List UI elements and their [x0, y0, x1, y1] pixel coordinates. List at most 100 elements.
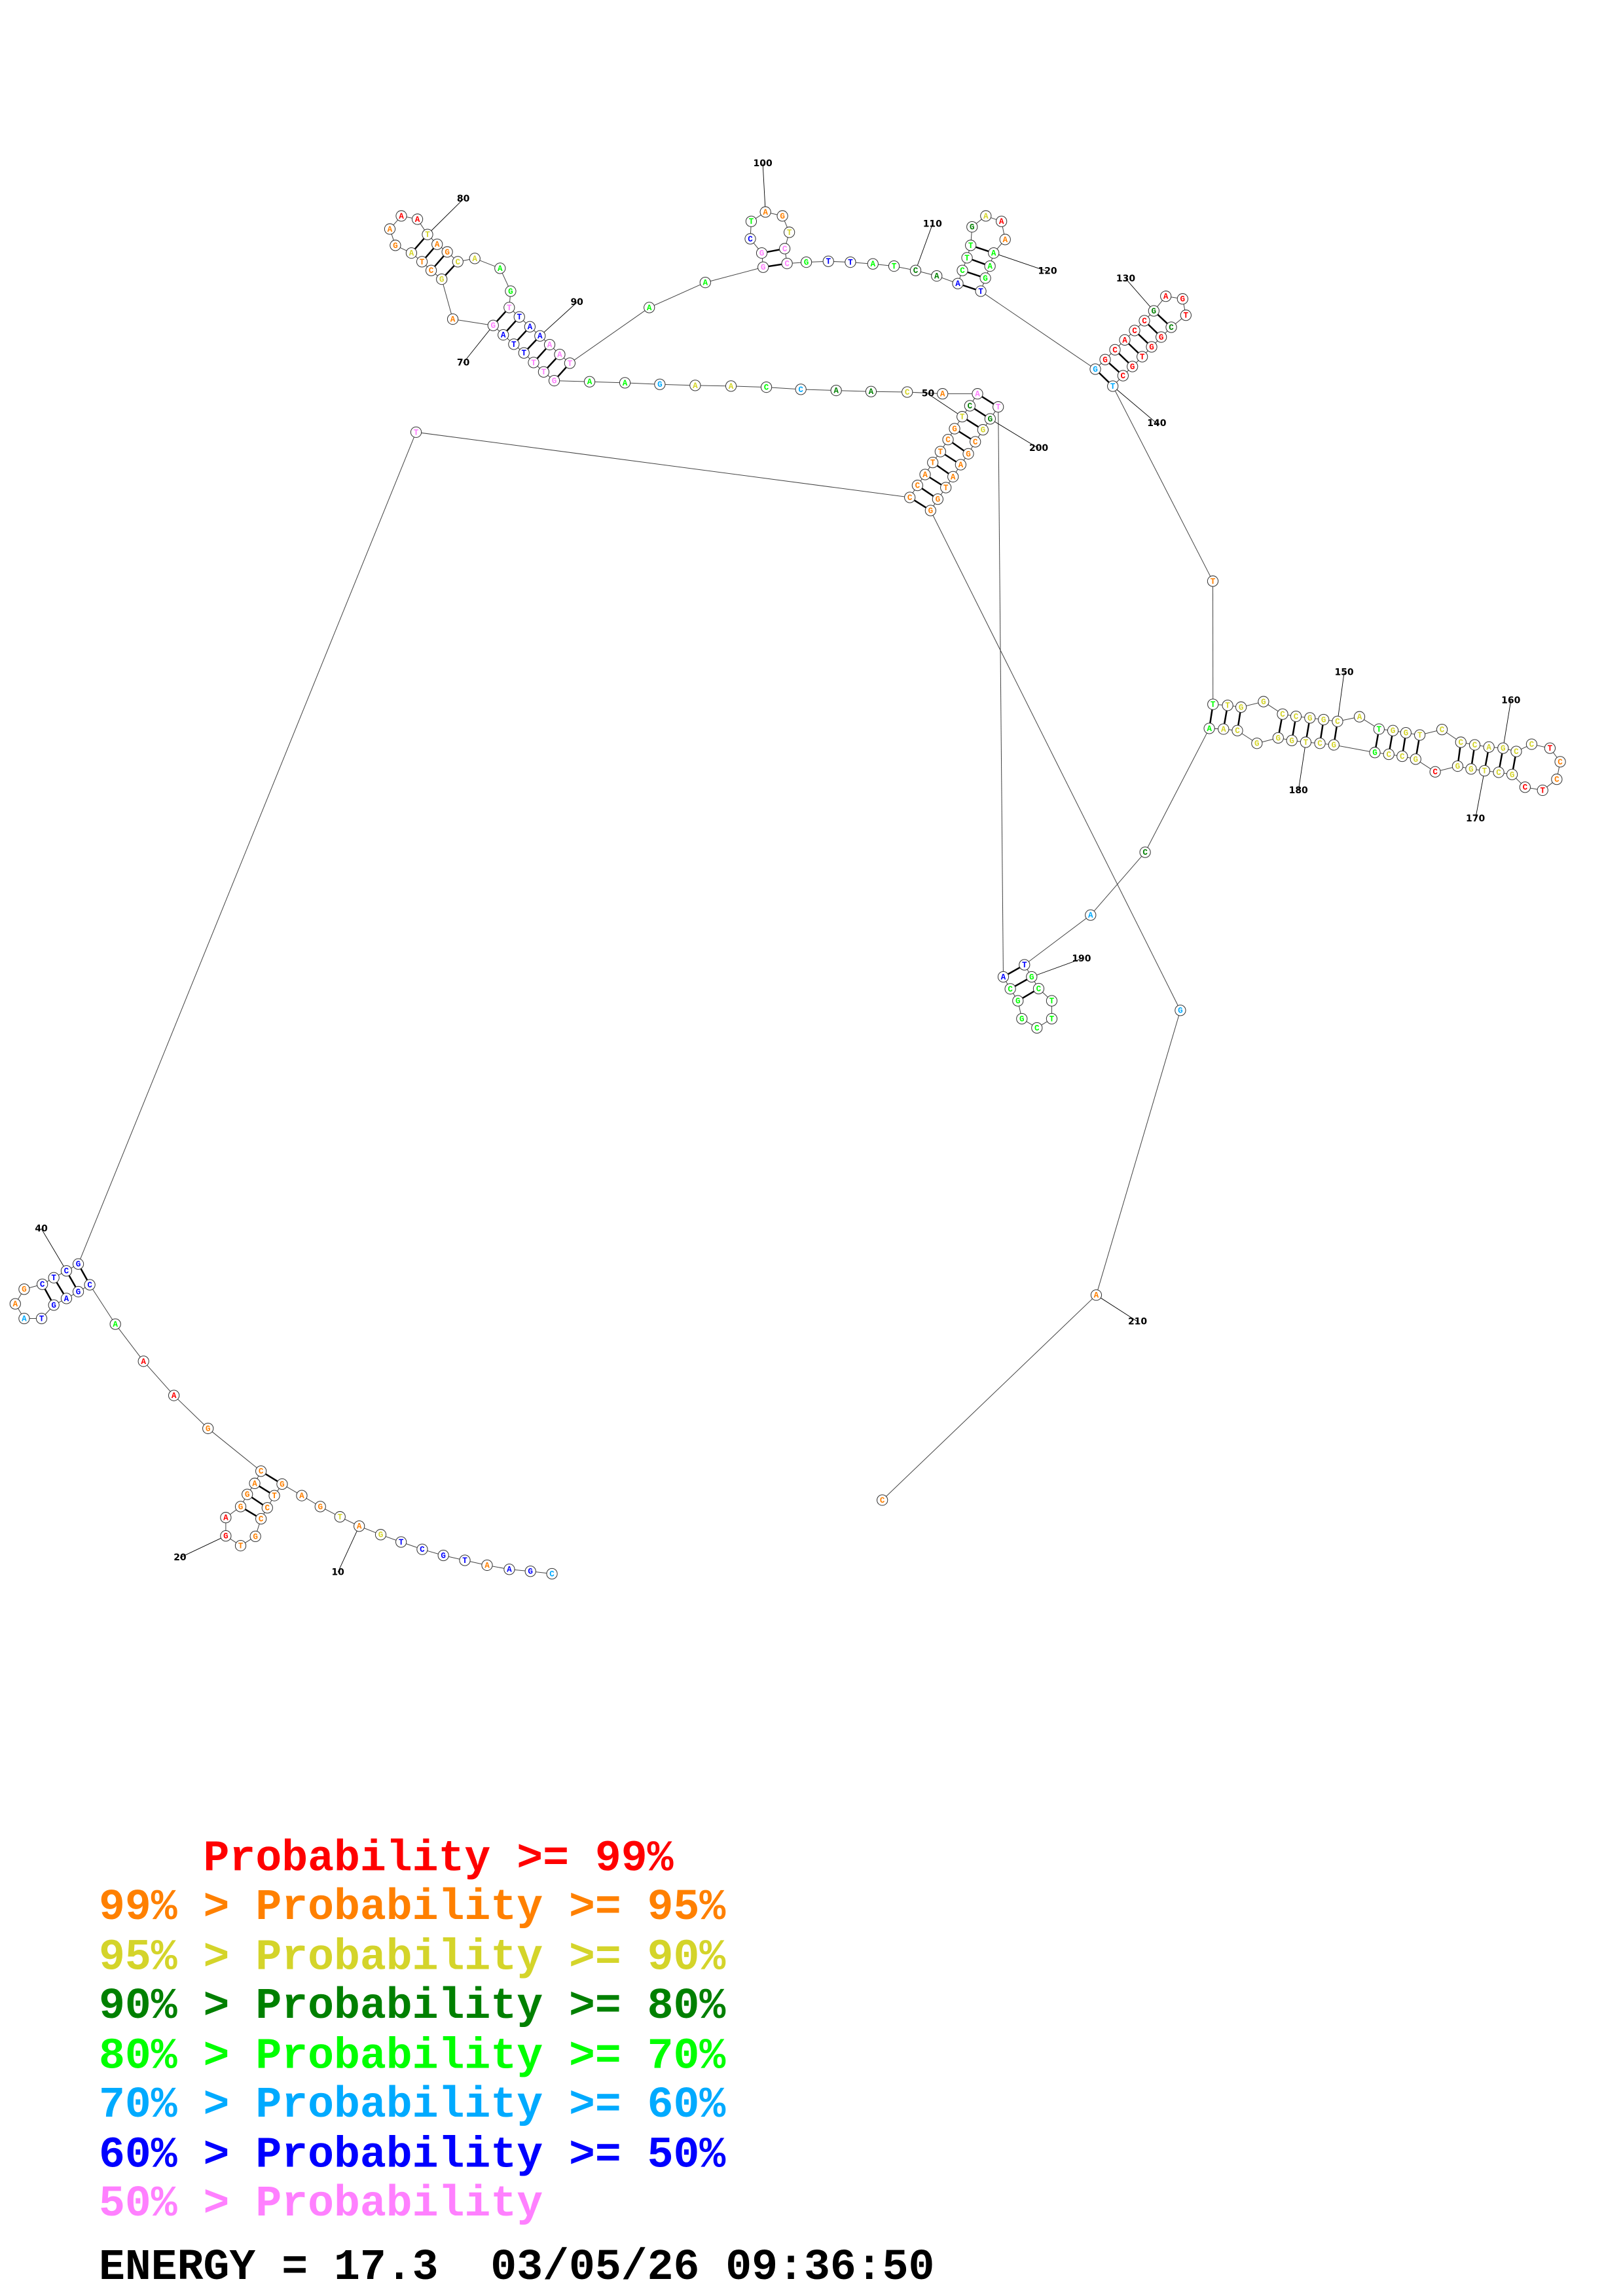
nucleotide-circle [1032, 982, 1045, 995]
nucleotide: A [395, 210, 407, 222]
nucleotide-circle [202, 1422, 214, 1435]
nucleotide-circle [9, 1298, 21, 1310]
position-tick-line [915, 224, 933, 271]
nucleotide: C [1139, 846, 1151, 858]
nucleotide-circle [955, 459, 966, 471]
nucleotide-circle [1090, 1289, 1103, 1301]
nucleotide-circle [1318, 713, 1330, 726]
position-label: 180 [1289, 785, 1308, 796]
nucleotide: G [1400, 727, 1412, 739]
nucleotide-circle [72, 1258, 84, 1270]
nucleotide-circle [909, 264, 922, 276]
nucleotide-letter: C [1112, 345, 1118, 355]
nucleotide: C [1139, 315, 1150, 327]
nucleotide-letter: T [1225, 701, 1230, 711]
nucleotide-letter: G [936, 495, 941, 505]
nucleotide-letter: C [1514, 747, 1519, 757]
nucleotide-letter: C [1008, 984, 1013, 994]
nucleotide-letter: C [1169, 323, 1174, 332]
nucleotide: C [1314, 738, 1326, 749]
nucleotide-letter: A [991, 249, 996, 259]
nucleotide: G [1328, 739, 1340, 751]
nucleotide: G [436, 273, 448, 285]
nucleotide: G [1235, 701, 1247, 713]
nucleotide-letter: A [729, 382, 734, 391]
nucleotide: G [1387, 725, 1399, 736]
nucleotide-circle [1203, 723, 1215, 734]
nucleotide: G [1099, 353, 1111, 365]
position-label: 40 [35, 1223, 48, 1234]
nucleotide: T [422, 228, 433, 240]
nucleotide-circle [1146, 341, 1158, 353]
nucleotide-letter: A [1357, 712, 1362, 722]
nucleotide: T [1478, 764, 1491, 777]
nucleotide-letter: C [429, 266, 434, 276]
nucleotide-circle [654, 378, 666, 390]
nucleotide-letter: A [869, 387, 874, 397]
position-label: 10 [331, 1567, 344, 1577]
nucleotide-letter: A [1001, 972, 1006, 982]
nucleotide-circle [554, 348, 566, 361]
nucleotide-letter: G [928, 506, 934, 516]
nucleotide-letter: A [141, 1357, 146, 1367]
nucleotide-letter: G [1093, 365, 1098, 374]
nucleotide-circle [1127, 361, 1139, 372]
nucleotide: T [957, 411, 968, 423]
nucleotide: G [220, 1530, 232, 1542]
nucleotide-circle [508, 338, 520, 350]
backbone-segment [1334, 744, 1376, 753]
nucleotide: C [1396, 750, 1408, 762]
position-tick-line [1096, 1295, 1138, 1322]
nucleotide-letter: A [528, 322, 533, 332]
nucleotide: C [255, 1465, 267, 1477]
nucleotide-circle [1139, 315, 1150, 327]
nucleotide-letter: A [472, 254, 477, 264]
nucleotide: T [1180, 310, 1192, 321]
nucleotide: G [242, 1488, 253, 1500]
backbone-segment [649, 282, 706, 308]
nucleotide: A [947, 471, 959, 482]
nucleotide: G [72, 1285, 84, 1298]
nucleotide-letter: T [787, 228, 792, 238]
nucleotide-letter: A [538, 331, 543, 341]
nucleotide-circle [255, 1465, 267, 1477]
nucleotide-circle [459, 1554, 471, 1566]
nucleotide: T [395, 1536, 407, 1548]
backbone-segment [208, 1428, 261, 1472]
nucleotide-letter: C [1335, 717, 1340, 726]
backbone-segment [766, 387, 801, 390]
nucleotide: C [744, 233, 756, 245]
nucleotide-circle [952, 278, 964, 289]
nucleotide-letter: G [1276, 733, 1281, 743]
position-tick-line [427, 198, 464, 235]
nucleotide: A [431, 238, 443, 250]
nucleotide-letter: C [1400, 751, 1405, 761]
nucleotide-circle [1099, 353, 1111, 365]
nucleotide-letter: T [1110, 382, 1116, 391]
nucleotide-letter: C [968, 401, 973, 411]
nucleotide: T [1207, 698, 1219, 710]
nucleotide: A [997, 971, 1010, 983]
nucleotide: G [72, 1258, 84, 1270]
nucleotide: T [1373, 723, 1385, 735]
legend-line-5: 80% > Probability >= 70% [99, 2032, 725, 2081]
position-labels: 1020405070809010011012013014015016017018… [35, 158, 1520, 1577]
nucleotide: G [1175, 1005, 1186, 1016]
nucleotide-circle [447, 313, 459, 325]
nucleotide-letter: G [981, 425, 986, 435]
nucleotide: C [760, 381, 773, 393]
nucleotide-letter: C [40, 1280, 45, 1289]
nucleotide-letter: G [1391, 726, 1396, 736]
nucleotide: A [137, 1355, 149, 1367]
nucleotide: A [759, 206, 771, 218]
position-label: 190 [1072, 954, 1091, 964]
nucleotide-circle [1165, 321, 1177, 333]
nucleotide-letter: A [172, 1391, 177, 1401]
position-tick-line [990, 418, 1039, 449]
nucleotide-letter: A [113, 1319, 118, 1329]
position-label: 200 [1029, 443, 1048, 454]
nucleotide: G [1506, 768, 1518, 780]
nucleotide: G [374, 1529, 387, 1541]
nucleotide: T [503, 302, 515, 314]
nucleotide: T [1137, 351, 1148, 363]
